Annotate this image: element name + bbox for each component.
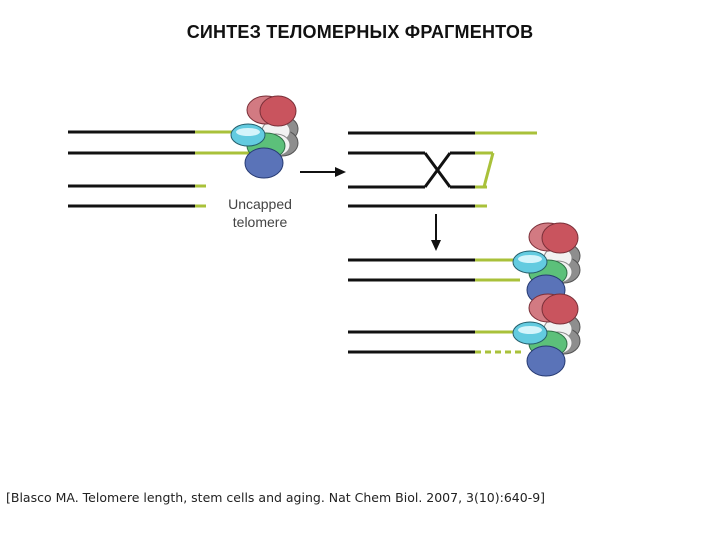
shelterin-cap-complex [230,95,299,179]
uncapped-label-line1: Uncapped [228,196,292,212]
elongated-telomere-chromosome [348,258,520,282]
shortened-telomere-chromosome [348,330,521,354]
shelterin-cap-complex [512,222,581,306]
shelterin-cap-complex [512,293,581,377]
citation: [Blasco MA. Telomere length, stem cells … [6,490,546,505]
uncapped-label-line2: telomere [233,214,288,230]
slide-title: СИНТЕЗ ТЕЛОМЕРНЫХ ФРАГМЕНТОВ [186,22,534,42]
uncapped-chromosome-bottom [68,184,206,208]
right-arrow-icon [300,167,346,177]
uncapped-chromosome-top [68,130,250,155]
down-arrow-icon [431,214,441,251]
recombination-chromosomes [348,131,537,208]
